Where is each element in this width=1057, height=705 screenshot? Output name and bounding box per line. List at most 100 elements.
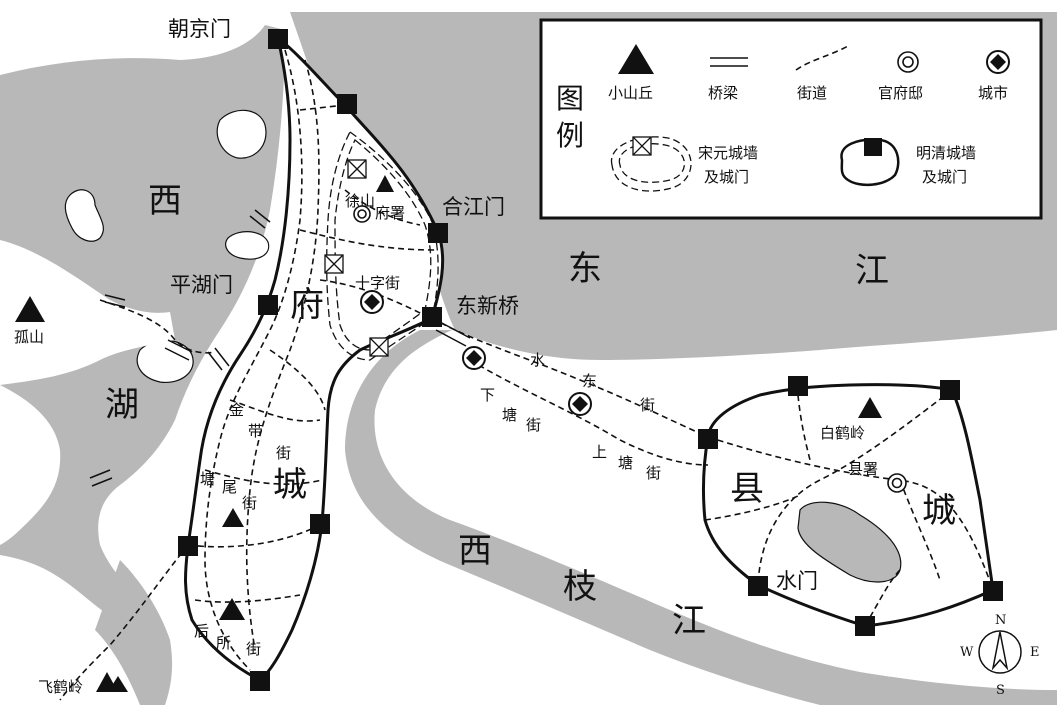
street-xiatang-3: 街 — [526, 416, 541, 434]
fu-cross-8 — [194, 594, 301, 603]
ming-qing-gates — [178, 29, 1003, 691]
fu-cross-5 — [229, 399, 321, 422]
streets — [59, 49, 994, 701]
gate-county-west — [698, 429, 718, 449]
label-feigeling: 飞鹤岭 — [38, 678, 83, 696]
region-fu-city-1: 府 — [290, 285, 324, 325]
gate-county-ne — [940, 380, 960, 400]
legend-street-label: 街道 — [797, 84, 827, 102]
gate-fu-east — [310, 514, 330, 534]
street-tangwei-2: 尾 — [222, 478, 237, 496]
region-east-river-1: 东 — [568, 249, 602, 289]
street-jindai-3: 街 — [276, 444, 291, 462]
sy-gate-2 — [324, 254, 344, 274]
office-xianshu-icon — [887, 473, 907, 493]
county-diag-6 — [864, 569, 901, 627]
legend-ming-qing-wall-icon — [840, 138, 900, 187]
label-shuimen: 水门 — [776, 569, 818, 593]
street-housuo-1: 后 — [194, 622, 209, 640]
shangxia-tang-street — [469, 359, 709, 466]
region-east-river-2: 江 — [855, 251, 889, 291]
hill-fu-2 — [219, 598, 245, 620]
lake-bridge-2 — [207, 347, 230, 371]
county-diag-3 — [796, 384, 811, 461]
gate-dongxin — [422, 307, 442, 327]
street-jindai-2: 带 — [248, 422, 263, 440]
bridges — [89, 209, 471, 487]
fu-cross-6 — [204, 469, 323, 485]
hill-baiheling — [858, 397, 882, 418]
hill-feigeling-2 — [108, 676, 128, 692]
legend-office-label: 官府邸 — [878, 84, 923, 102]
office-fushu-icon — [353, 205, 371, 223]
region-west-lake-1: 西 — [148, 181, 182, 221]
gate-county-south — [855, 616, 875, 636]
label-xianshu: 县署 — [848, 460, 878, 478]
legend-ming-qing-label-2: 及城门 — [922, 168, 967, 186]
label-fushu: 府署 — [375, 204, 405, 222]
city-marker-xiatang — [462, 346, 486, 370]
fu-cross-3 — [319, 279, 431, 319]
region-west-branch-2: 枝 — [563, 567, 597, 607]
label-hejiang-gate: 合江门 — [442, 195, 505, 219]
county-diag-2 — [757, 389, 953, 586]
gate-pinghu — [258, 295, 278, 315]
feigeling-road — [59, 544, 189, 701]
legend-song-yuan-label-1: 宋元城墙 — [698, 144, 758, 162]
hills — [15, 175, 882, 692]
label-dongxin-bridge: 东新桥 — [456, 294, 519, 318]
gate-county-north — [788, 376, 808, 396]
fu-cross-2 — [299, 229, 436, 251]
label-chaojing-gate: 朝京门 — [168, 17, 231, 41]
gate-fu-south — [250, 671, 270, 691]
west-branch-river — [345, 330, 1057, 705]
hill-fu-1 — [222, 508, 244, 527]
fu-main-street — [204, 49, 303, 671]
west-road — [99, 299, 216, 354]
street-shuidong-3: 街 — [640, 396, 655, 414]
song-yuan-gates — [324, 159, 389, 357]
legend-bridge-label: 桥梁 — [708, 84, 738, 102]
legend-title-2: 例 — [556, 119, 584, 152]
county-diag-4 — [704, 494, 801, 521]
city-marker-shuidong — [568, 392, 592, 416]
compass-s: S — [996, 683, 1005, 698]
region-xian-city-1: 县 — [730, 469, 764, 509]
compass: N S E W — [960, 613, 1040, 698]
lake-inlet — [0, 240, 175, 385]
region-fu-city-2: 城 — [273, 465, 307, 505]
legend-ming-qing-label-1: 明清城墙 — [916, 144, 976, 162]
street-housuo-3: 街 — [246, 640, 261, 658]
sy-gate-1 — [347, 159, 367, 179]
gate-fu-west — [178, 536, 198, 556]
region-xian-city-2: 城 — [922, 491, 956, 531]
legend: 图 例 小山丘 桥梁 街道 官府邸 城市 宋元城墙 及城门 明清城墙 — [539, 18, 1043, 220]
legend-hill-icon — [618, 44, 654, 74]
legend-title-1: 图 — [556, 82, 584, 115]
street-shangtang-2: 塘 — [618, 454, 633, 472]
legend-song-yuan-wall-icon — [610, 136, 692, 192]
fu-cross-4 — [344, 189, 421, 226]
street-tangwei-3: 街 — [242, 494, 257, 512]
label-shizi-street: 十字街 — [355, 274, 400, 292]
gate-north-east — [337, 94, 357, 114]
lake-island — [216, 109, 267, 159]
street-shuidong-2: 东 — [582, 372, 597, 390]
county-diag-5 — [899, 479, 941, 581]
lake-bridge-1 — [164, 339, 193, 361]
label-xushan: 徐山 — [345, 192, 375, 210]
hill-xushan — [376, 175, 394, 192]
region-west-branch-3: 江 — [672, 601, 706, 641]
lake-bridge-3 — [89, 469, 113, 487]
dongxin-bridge — [435, 321, 471, 347]
lake-bridge-5 — [104, 294, 126, 308]
street-shuidong-1: 水 — [530, 351, 545, 369]
street-tangwei-1: 塘 — [200, 470, 215, 488]
lake-island-3 — [136, 339, 194, 383]
compass-w: W — [960, 645, 974, 660]
street-shangtang-3: 街 — [646, 464, 661, 482]
street-jindai-1: 金 — [229, 401, 244, 419]
lake-bridge-4 — [249, 209, 271, 229]
compass-needle-icon — [991, 631, 1009, 671]
